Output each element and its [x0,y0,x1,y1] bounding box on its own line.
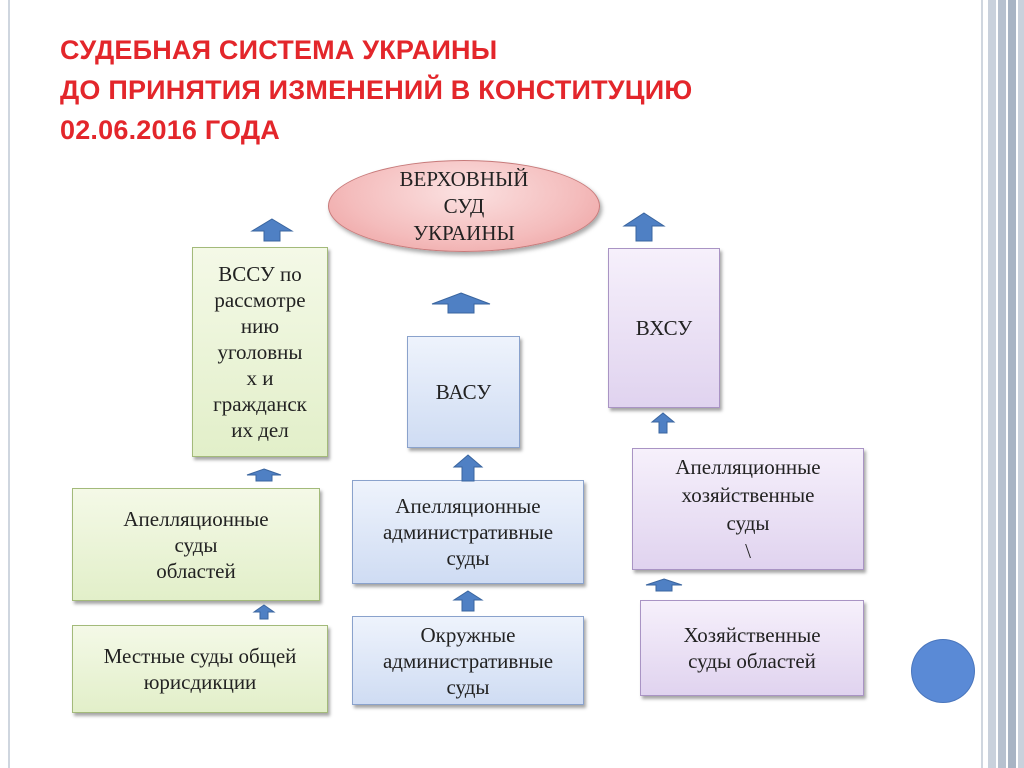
vhsu-label: ВХСУ [635,316,693,340]
local-courts-label: Местные суды общей юрисдикции [103,644,297,694]
title-line-2: ДО ПРИНЯТИЯ ИЗМЕНЕНИЙ В КОНСТИТУЦИЮ [60,75,693,105]
appeal-administrative-courts-node: Апелляционные административные суды [352,480,584,584]
appeal-commercial-courts-label: Апелляционные хозяйственные суды \ [675,455,821,563]
decorative-circle [912,640,974,702]
local-courts-node: Местные суды общей юрисдикции [72,625,328,713]
vssu-node: ВССУ по рассмотре нию уголовны х и гражд… [192,247,328,457]
arrow-up-icon [252,604,276,620]
vssu-label: ВССУ по рассмотре нию уголовны х и гражд… [213,262,307,442]
district-administrative-courts-label: Окружные административные суды [382,622,554,699]
vasu-label: ВАСУ [435,380,492,404]
regional-commercial-courts-label: Хозяйственные суды областей [683,623,821,673]
arrow-up-icon [452,590,484,612]
supreme-court-label: ВЕРХОВНЫЙ СУД УКРАИНЫ [399,166,529,245]
arrow-up-icon [250,218,294,242]
arrow-up-icon [650,412,676,434]
arrow-up-icon [431,292,491,314]
regional-appeal-courts-label: Апелляционные суды областей [123,506,269,583]
title-line-1: СУДЕБНАЯ СИСТЕМА УКРАИНЫ [60,35,498,65]
district-administrative-courts-node: Окружные административные суды [352,616,584,705]
vasu-node: ВАСУ [407,336,520,448]
vhsu-node: ВХСУ [608,248,720,408]
arrow-up-icon [645,578,683,592]
appeal-commercial-courts-node: Апелляционные хозяйственные суды \ [632,448,864,570]
arrow-up-icon [246,468,282,482]
arrow-up-icon [452,454,484,482]
decorative-stripes [988,0,1024,768]
appeal-administrative-courts-label: Апелляционные административные суды [382,494,554,570]
supreme-court-node: ВЕРХОВНЫЙ СУД УКРАИНЫ [328,160,600,252]
regional-appeal-courts-node: Апелляционные суды областей [72,488,320,601]
regional-commercial-courts-node: Хозяйственные суды областей [640,600,864,696]
slide-border [8,0,983,768]
title-line-3: 02.06.2016 ГОДА [60,115,280,145]
arrow-up-icon [622,212,666,242]
slide-title: СУДЕБНАЯ СИСТЕМА УКРАИНЫ ДО ПРИНЯТИЯ ИЗМ… [60,30,880,150]
